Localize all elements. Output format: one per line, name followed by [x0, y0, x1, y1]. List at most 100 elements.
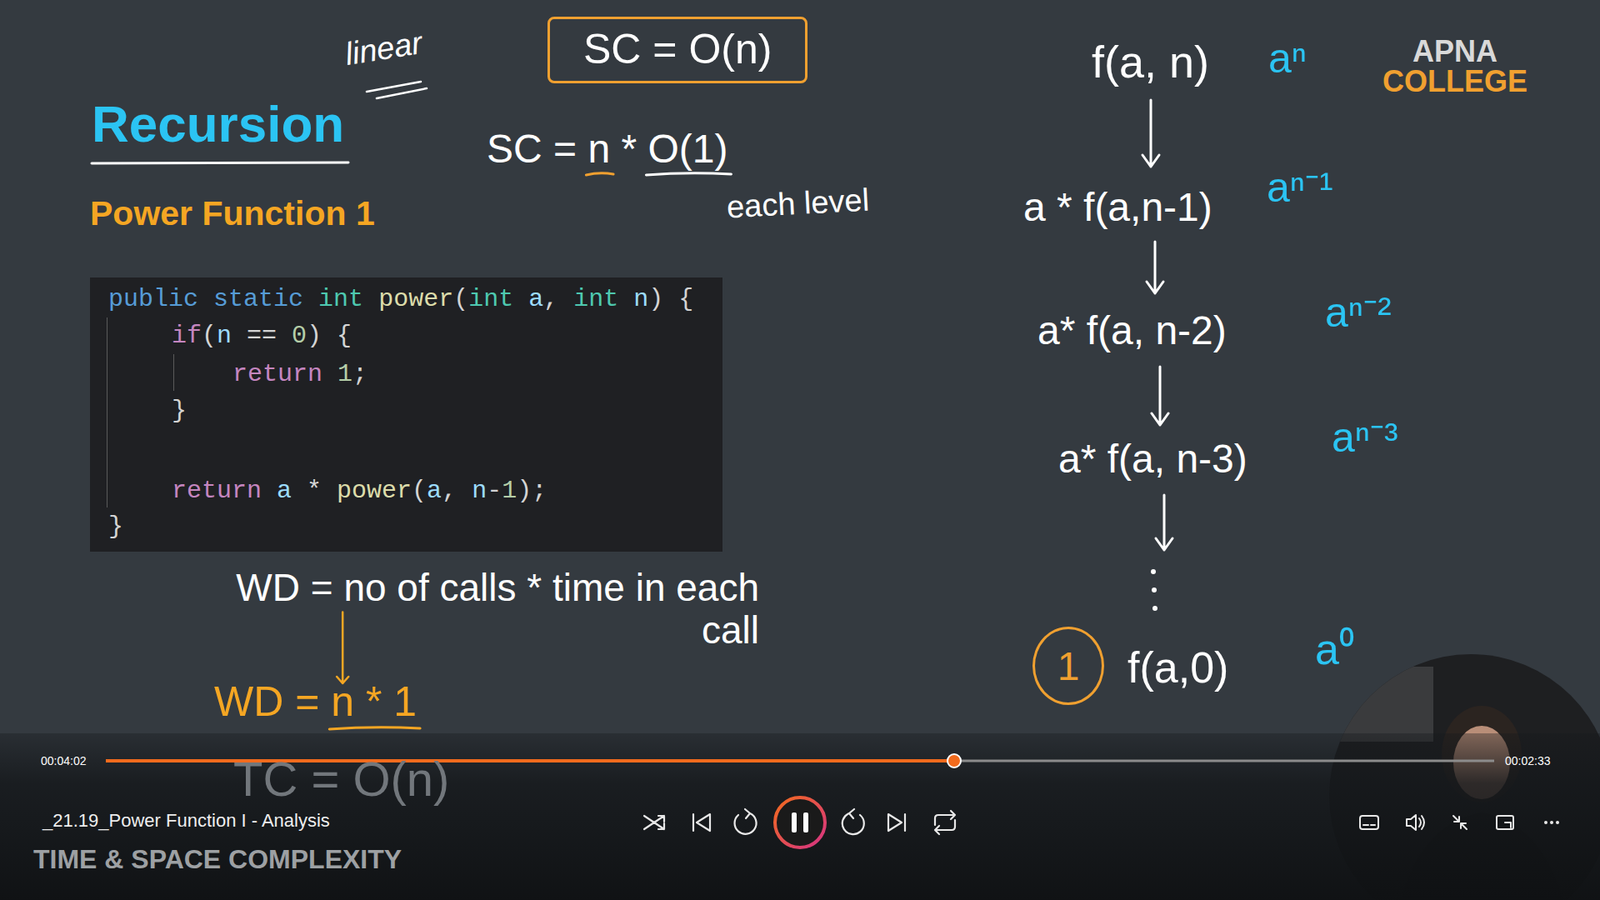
code-token: (: [411, 476, 427, 505]
course-name: TIME & SPACE COMPLEXITY: [33, 843, 402, 875]
dot: [1150, 569, 1156, 575]
slide-title: Recursion: [91, 93, 345, 155]
title-underline: [91, 162, 349, 164]
more-icon: [1544, 820, 1560, 825]
power-value: aⁿ⁻²: [1325, 287, 1392, 338]
down-arrow: [1151, 366, 1169, 425]
code-token: [303, 285, 319, 314]
player-right-icons: [1360, 815, 1514, 830]
code-token: [322, 360, 338, 389]
code-token: a: [276, 476, 292, 505]
logo-text: COLLEGE: [1382, 63, 1528, 100]
code-token: 0: [291, 321, 307, 350]
dot: [1550, 820, 1554, 825]
elapsed-time: 00:04:02: [40, 754, 87, 769]
code-token: int: [468, 285, 514, 314]
code-line: }: [108, 511, 124, 542]
continuation-dots: [1150, 569, 1158, 611]
code-token: ) {: [306, 321, 352, 350]
recursion-call: a* f(a, n-3): [1058, 435, 1248, 484]
handwritten-formula: SC = n * O(1): [486, 125, 728, 174]
code-token: 1: [337, 360, 353, 389]
dot: [1152, 605, 1158, 611]
code-token: public: [108, 285, 199, 314]
code-token: ==: [231, 321, 292, 350]
code-line: public static int power(int a, int n) {: [108, 284, 694, 315]
handwritten-formula: WD = n * 1: [214, 676, 417, 727]
remaining-time: 00:02:33: [1505, 754, 1551, 769]
rewind-icon: [735, 809, 757, 835]
pause-bar: [803, 812, 809, 833]
recursion-call: a* f(a, n-2): [1037, 306, 1227, 355]
progress-knob: [947, 754, 961, 768]
webcam-background: [1333, 666, 1434, 742]
code-token: [198, 285, 214, 314]
indent-guide: [173, 354, 175, 391]
code-token: n: [471, 476, 487, 505]
code-line: return a * power(a, n-1);: [171, 475, 547, 506]
power-value: aⁿ: [1268, 33, 1307, 84]
code-line: return 1;: [232, 359, 368, 390]
code-token: if: [171, 321, 202, 350]
code-token: 1: [501, 476, 517, 505]
code-token: int: [573, 285, 619, 314]
code-token: return: [171, 476, 262, 505]
handwritten-underline: [645, 173, 731, 175]
code-token: [261, 476, 277, 505]
down-arrow: [1155, 495, 1173, 550]
scribble-stroke: [376, 88, 427, 99]
player-overlay: [0, 733, 1600, 900]
progress-fill: [105, 759, 955, 763]
miniplayer-mark: [1505, 822, 1511, 828]
handwritten-note: linear: [342, 24, 425, 75]
recursion-call: f(a,0): [1127, 641, 1229, 694]
code-token: return: [232, 360, 323, 389]
code-token: int: [318, 285, 364, 314]
miniplayer-icon: [1496, 815, 1514, 830]
repeat-icon: [935, 810, 955, 835]
code-token: ) {: [648, 285, 694, 314]
code-token: -: [486, 476, 502, 505]
code-token: [363, 285, 379, 314]
handwritten-formula: TC = O(n): [233, 750, 450, 809]
handwritten-underline: [585, 173, 614, 175]
subtitles-lines: [1363, 824, 1375, 826]
dot: [1555, 820, 1560, 825]
logo-text: APNA: [1412, 33, 1498, 70]
code-token: ;: [352, 360, 368, 389]
code-token: static: [213, 285, 304, 314]
slide-subtitle: Power Function 1: [90, 193, 375, 235]
code-token: }: [171, 396, 187, 425]
forward-icon: [842, 809, 865, 835]
code-token: [513, 285, 529, 314]
recursion-call: f(a, n): [1091, 35, 1210, 90]
handwritten-note: each level: [725, 181, 870, 227]
shuffle-icon: [644, 815, 665, 830]
boxed-formula: SC = O(n): [547, 16, 808, 84]
code-token: power: [336, 476, 412, 505]
code-token: ,: [441, 476, 472, 505]
video-title: _21.19_Power Function I - Analysis: [42, 810, 330, 832]
dot: [1544, 820, 1548, 825]
handwritten-underline: [329, 727, 420, 730]
pause-bar: [791, 812, 797, 833]
code-token: );: [516, 476, 547, 505]
shrink-icon: [1453, 815, 1467, 830]
code-token: [618, 285, 634, 314]
circled-number: 1: [1032, 626, 1105, 705]
note-arrow: [336, 612, 349, 684]
subtitles-icon: [1360, 815, 1379, 830]
code-token: }: [108, 512, 124, 541]
code-token: ,: [543, 285, 574, 314]
indent-guide: [106, 317, 108, 508]
dot: [1151, 587, 1157, 593]
code-token: *: [291, 476, 337, 505]
code-token: n: [633, 285, 649, 314]
next-icon: [888, 814, 905, 831]
code-line: }: [171, 395, 187, 426]
power-value: a⁰: [1315, 623, 1355, 675]
play-pause-ring: [775, 797, 825, 848]
code-token: power: [378, 285, 454, 314]
code-box: public static int power(int a, int n) {i…: [90, 277, 723, 552]
